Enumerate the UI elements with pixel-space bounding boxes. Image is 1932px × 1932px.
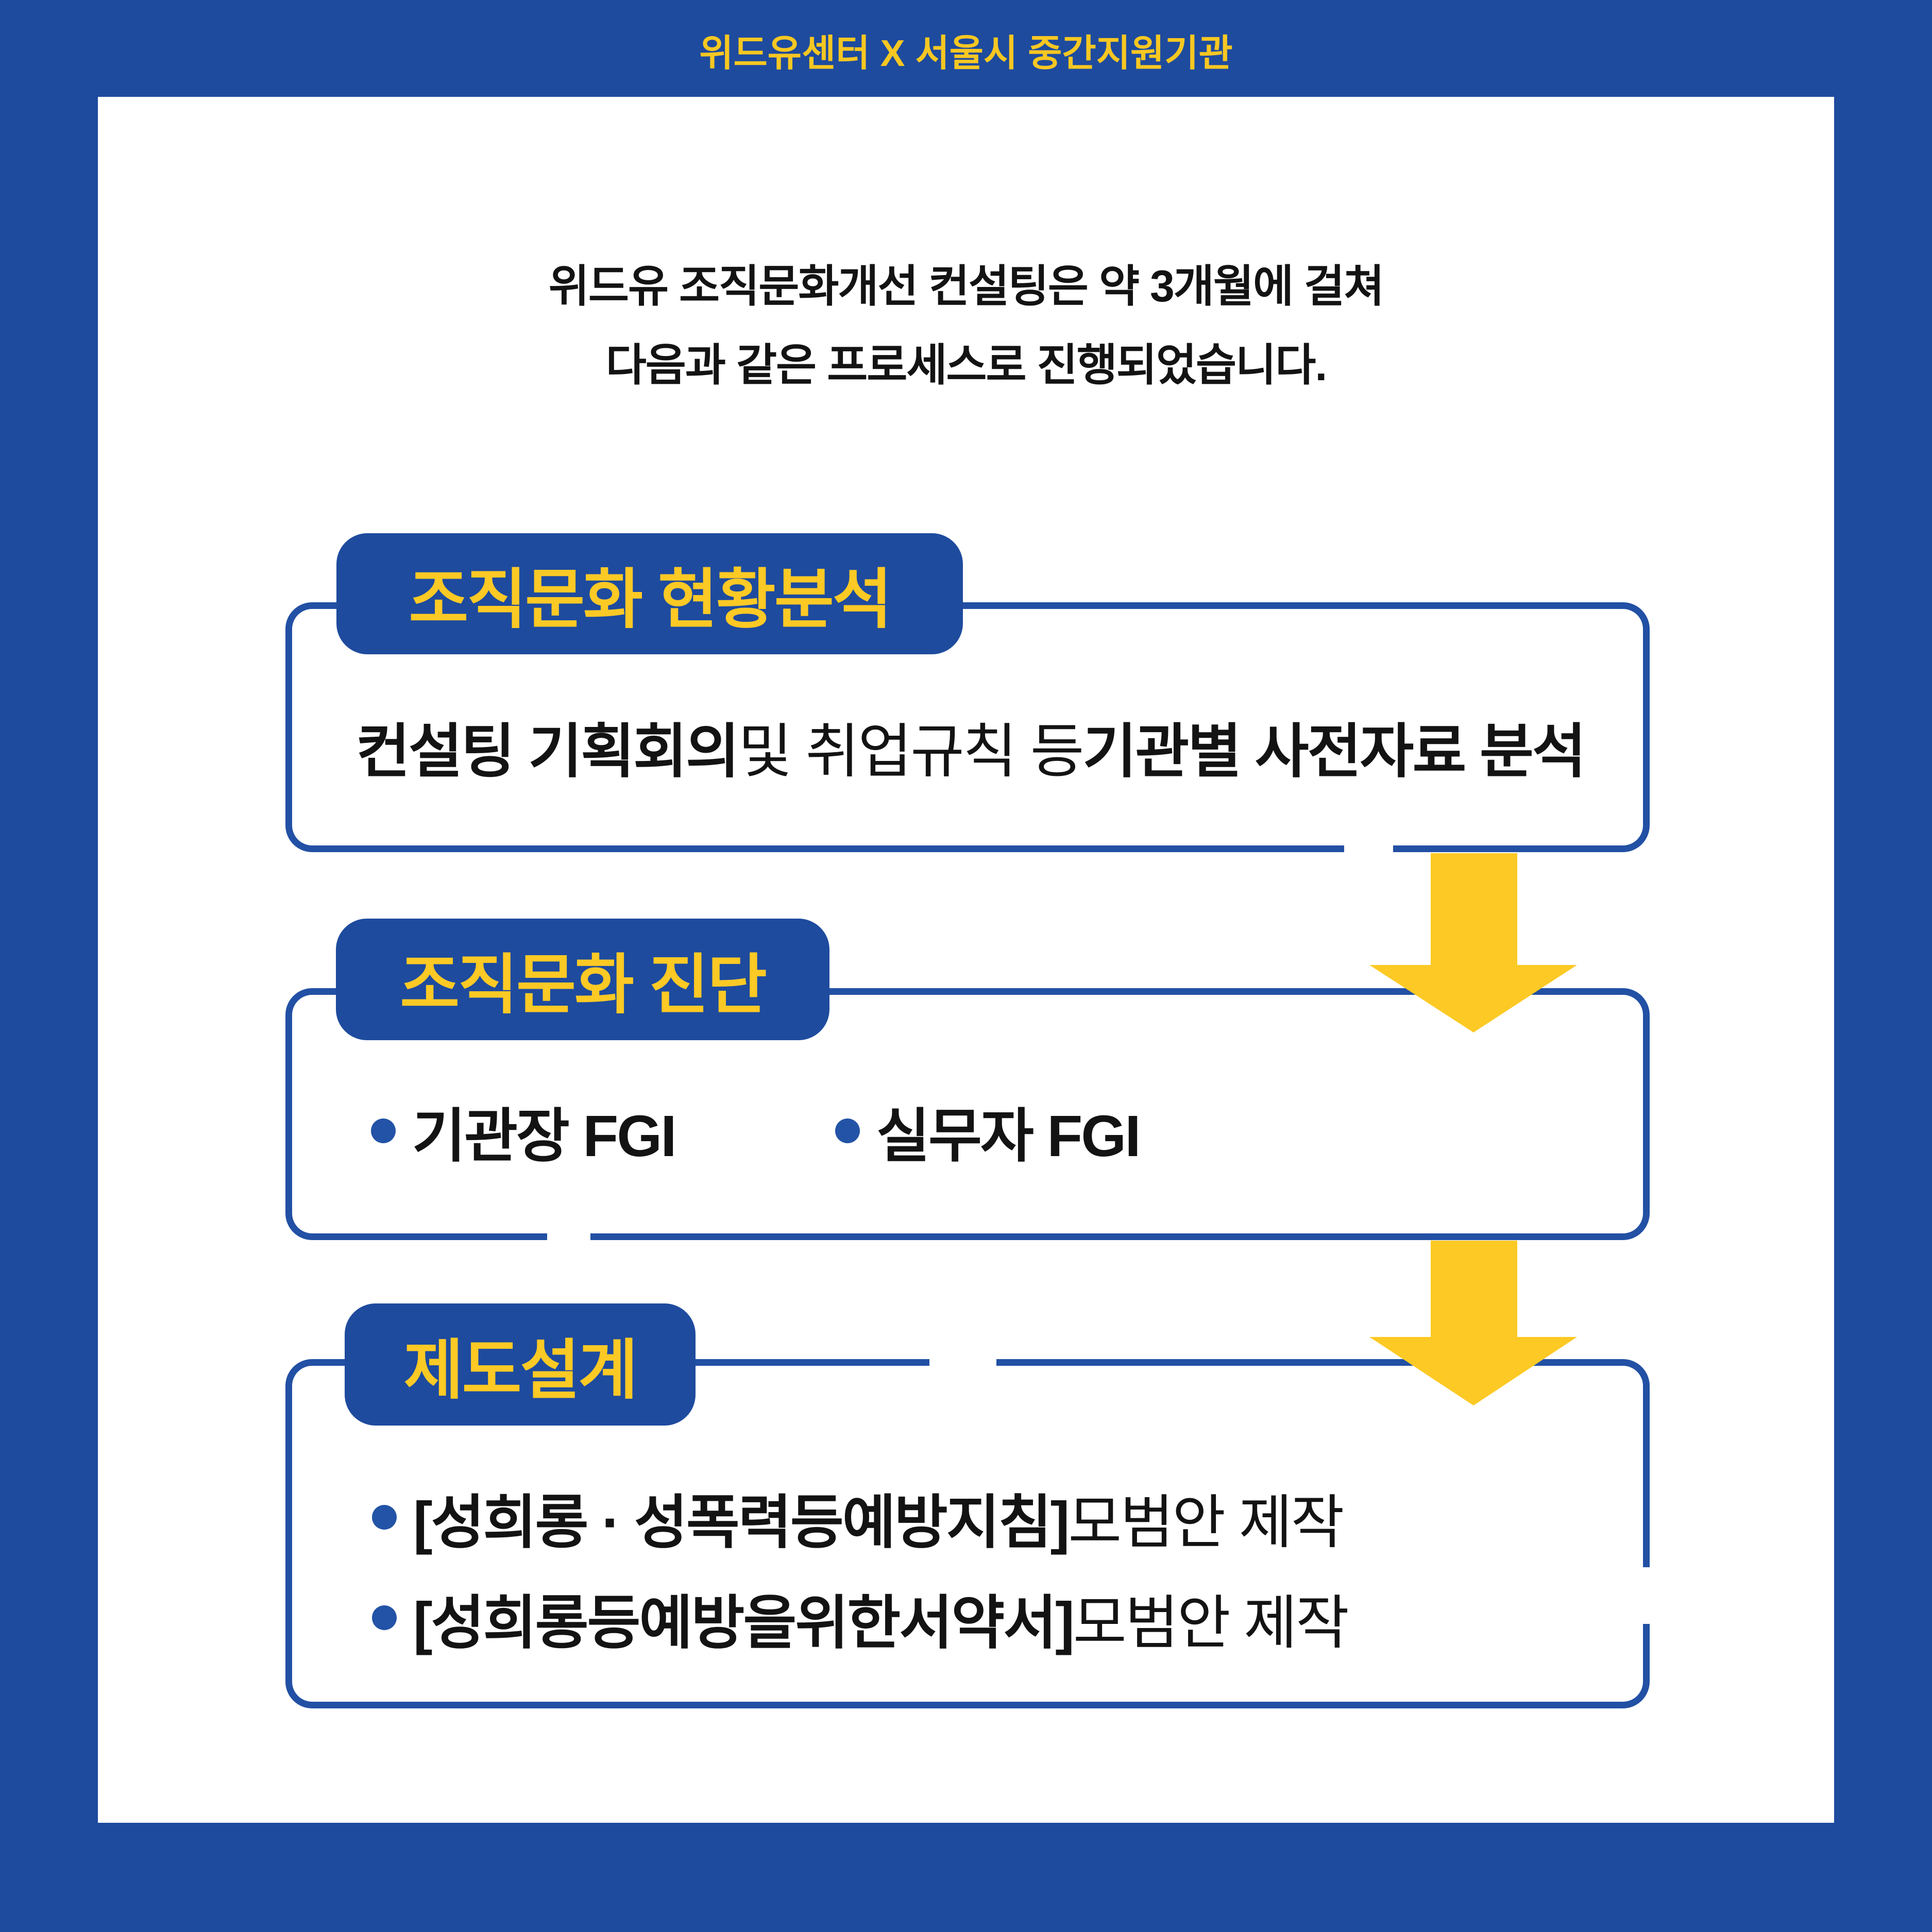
step3-bullet-2-strong: [성희롱등예방을위한서약서] — [413, 1590, 1075, 1655]
arrow-shaft — [1431, 1241, 1517, 1338]
intro-line-2: 다음과 같은 프로세스로 진행되었습니다. — [605, 341, 1328, 390]
step2-bullet-2: 실무자 FGI — [835, 1095, 1141, 1168]
step3-bullet-1-strong: [성희롱 · 성폭력등예방지침] — [413, 1490, 1070, 1555]
step3-bullet-2: [성희롱등예방을위한서약서] 모범안 제작 — [372, 1582, 1349, 1655]
step3-bullet-1: [성희롱 · 성폭력등예방지침] 모범안 제작 — [372, 1481, 1344, 1555]
step3-badge: 제도설계 — [345, 1303, 696, 1426]
step2-bullet-2-label: 실무자 FGI — [876, 1104, 1141, 1168]
step3-bullet-1-rest: 모범안 제작 — [1068, 1490, 1344, 1555]
step1-content-middle: 및 취업규칙 등 — [738, 719, 1084, 785]
step1-content-bold-lead: 컨설팅 기획회의 — [356, 719, 740, 785]
intro-line-1: 위드유 조직문화개선 컨설팅은 약 3개월에 걸쳐 — [548, 262, 1385, 311]
step1-content-bold-tail: 기관별 사전자료 분석 — [1082, 719, 1586, 785]
step2-border-gap — [547, 1231, 590, 1244]
bullet-dot-icon — [835, 1118, 860, 1143]
bullet-dot-icon — [371, 1118, 396, 1143]
arrow-head — [1369, 965, 1577, 1032]
step3-right-border-gap — [1640, 1567, 1653, 1624]
step3-bullet-2-rest: 모범안 제작 — [1073, 1590, 1349, 1655]
step1-border-gap — [1344, 843, 1393, 856]
bullet-dot-icon — [372, 1505, 397, 1530]
arrow-head — [1369, 1337, 1577, 1405]
page-title: 위드유센터 X 서울시 중간지원기관 — [699, 32, 1233, 74]
arrow-shaft — [1431, 853, 1517, 967]
step2-badge: 조직문화 진단 — [336, 919, 829, 1040]
step2-bullet-1: 기관장 FGI — [371, 1095, 677, 1168]
bullet-dot-icon — [372, 1605, 397, 1630]
step1-badge: 조직문화 현황분석 — [336, 533, 963, 654]
step1-content: 컨설팅 기획회의 및 취업규칙 등 기관별 사전자료 분석 — [356, 710, 1586, 785]
step3-top-border-gap — [929, 1356, 996, 1369]
step2-bullet-1-label: 기관장 FGI — [412, 1104, 677, 1168]
intro-text: 위드유 조직문화개선 컨설팅은 약 3개월에 걸쳐 다음과 같은 프로세스로 진… — [98, 247, 1834, 405]
